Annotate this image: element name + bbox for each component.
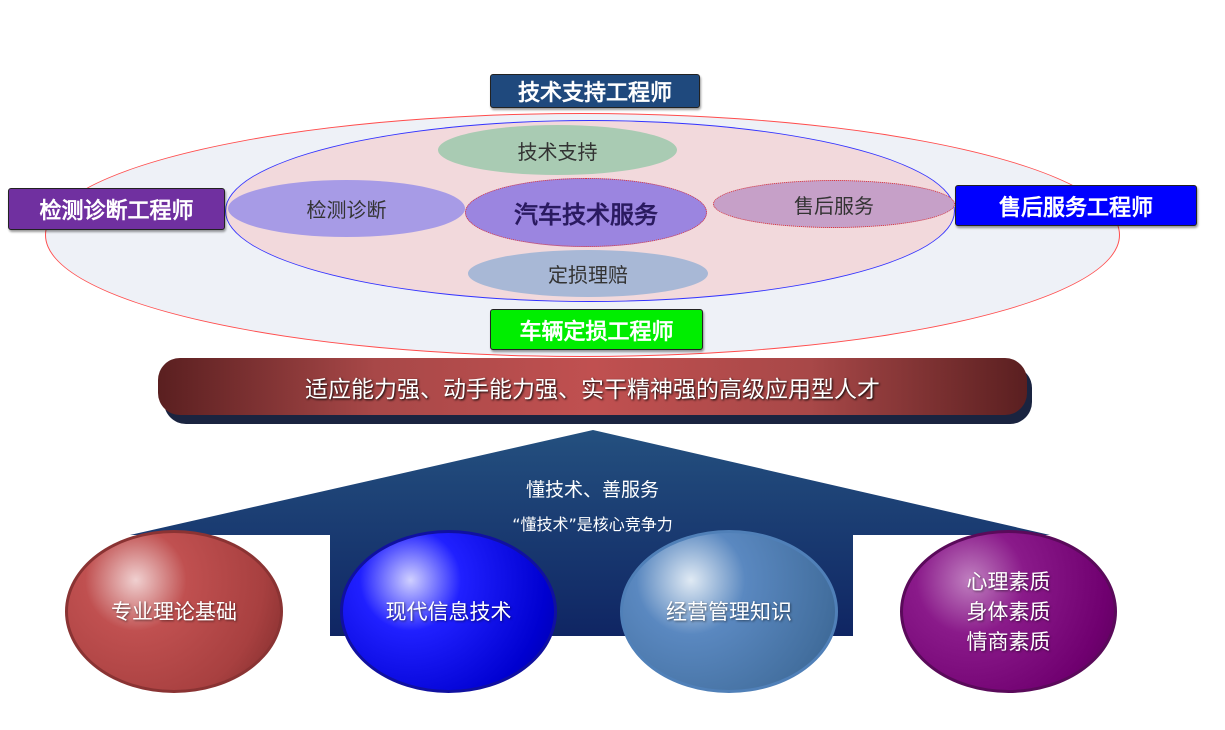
role-after-sales-engineer: 售后服务工程师 bbox=[955, 185, 1197, 226]
service-diagnosis: 检测诊断 bbox=[228, 180, 465, 237]
pillar-it: 现代信息技术 bbox=[340, 530, 557, 693]
service-tech-support: 技术支持 bbox=[438, 125, 677, 175]
talent-banner: 适应能力强、动手能力强、实干精神强的高级应用型人才 bbox=[158, 358, 1027, 415]
service-claims: 定损理赔 bbox=[468, 250, 708, 297]
role-tech-support-engineer: 技术支持工程师 bbox=[490, 74, 700, 108]
house-line1: 懂技术、善服务 bbox=[525, 479, 659, 501]
pillar-management: 经营管理知识 bbox=[620, 530, 838, 693]
role-loss-assessment-engineer: 车辆定损工程师 bbox=[490, 309, 703, 350]
pillar-qualities: 心理素质 身体素质 情商素质 bbox=[900, 530, 1117, 693]
pillar-theory: 专业理论基础 bbox=[65, 530, 283, 693]
service-center: 汽车技术服务 bbox=[465, 178, 707, 247]
house-line2: “懂技术”是核心竞争力 bbox=[512, 515, 673, 534]
role-diagnosis-engineer: 检测诊断工程师 bbox=[8, 188, 225, 230]
service-after-sales: 售后服务 bbox=[713, 180, 955, 228]
